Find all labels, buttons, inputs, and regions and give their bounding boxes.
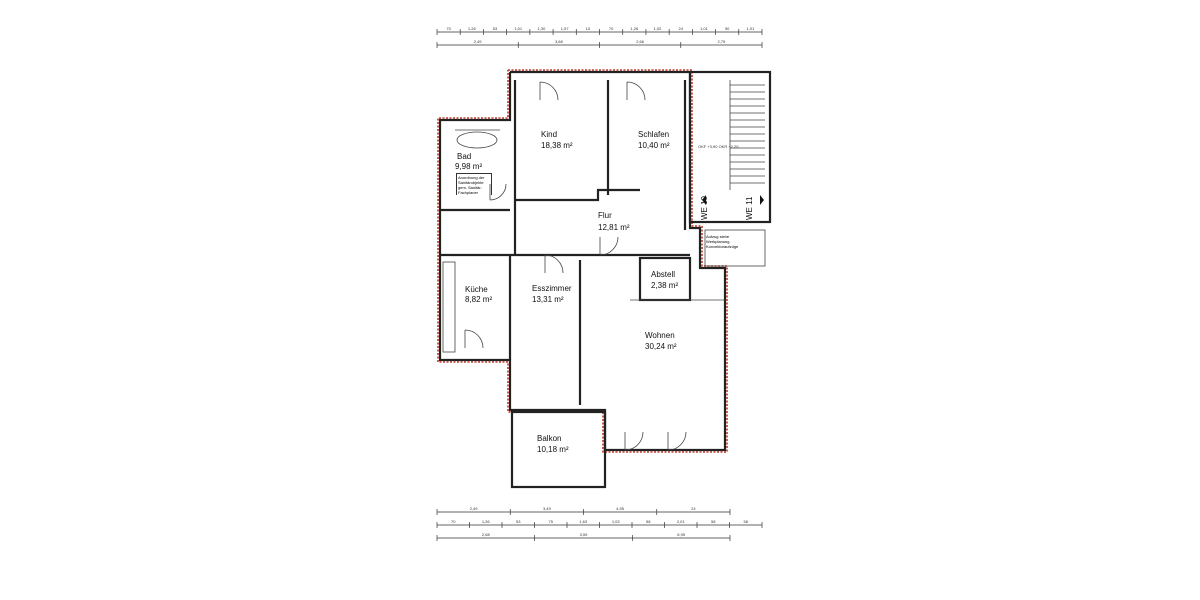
dimension-label: 1,26 (482, 519, 491, 524)
room-area: 9,98 m² (455, 162, 482, 171)
dimension-label: 70 (609, 26, 614, 31)
dimension-label: 24 (679, 26, 684, 31)
door-swing (489, 183, 507, 201)
room-area: 12,81 m² (598, 223, 630, 232)
door-swing (667, 431, 687, 451)
walls (437, 69, 772, 489)
unit-label-we10: WE 10 (700, 195, 709, 220)
room-abstell: Abstell 2,38 m² (651, 270, 678, 290)
dimension-label: 58 (744, 519, 749, 524)
dimension-label: 3,49 (543, 506, 552, 511)
dimension-label: 2,49 (470, 506, 479, 511)
dimension-label: 1,02 (654, 26, 663, 31)
dimension-label: 1,01 (746, 26, 755, 31)
door-swing (626, 81, 646, 101)
dimension-label: 53 (516, 519, 521, 524)
dimension-label: 1,63 (579, 519, 588, 524)
dimension-label: 10 (586, 26, 591, 31)
dimension-label: 3,68 (555, 39, 564, 44)
dimension-label: 70 (446, 26, 451, 31)
dimension-label: 53 (493, 26, 498, 31)
room-wohnen: Wohnen 30,24 m² (645, 331, 677, 351)
room-flur: Flur 12,81 m² (598, 211, 630, 232)
dimension-label: 2,75 (717, 39, 726, 44)
door-swing (539, 81, 559, 101)
dimension-label: 2,68 (482, 532, 491, 537)
room-label: Balkon (537, 434, 561, 443)
room-area: 8,82 m² (465, 295, 492, 304)
room-area: 30,24 m² (645, 342, 677, 351)
room-esszimmer: Esszimmer 13,31 m² (532, 284, 572, 304)
dimension-label: 1,30 (538, 26, 547, 31)
dimension-label: 1,01 (514, 26, 523, 31)
dimension-label: 2,49 (474, 39, 483, 44)
dimension-label: 2,66 (636, 39, 645, 44)
room-schlafen: Schlafen 10,40 m² (638, 130, 670, 150)
level-note: OKF +3,90 OKR +2,20 (698, 144, 739, 149)
dimension-label: 3,59 (580, 532, 589, 537)
room-label: Kind (541, 130, 557, 139)
dimension-label: 58 (711, 519, 716, 524)
arrow-icon (760, 195, 764, 205)
room-balkon: Balkon 10,18 m² (537, 434, 569, 454)
room-kind: Kind 18,38 m² (541, 130, 573, 150)
dimension-label: 75 (549, 519, 554, 524)
stairs (730, 84, 765, 184)
door-swing (599, 236, 619, 256)
dimension-label: 70 (451, 519, 456, 524)
room-area: 2,38 m² (651, 281, 678, 290)
dimension-label: 1,26 (468, 26, 477, 31)
dimension-label: 50 (725, 26, 730, 31)
door-swing (464, 329, 484, 349)
unit-label-we11: WE 11 (745, 196, 754, 220)
dimension-label: 58 (646, 519, 651, 524)
dimension-label: 1,01 (700, 26, 709, 31)
room-label: Wohnen (645, 331, 675, 340)
dimension-label: 6,95 (677, 532, 686, 537)
room-area: 13,31 m² (532, 295, 564, 304)
room-label: Schlafen (638, 130, 669, 139)
dimension-label: 1,57 (561, 26, 570, 31)
door-swing (544, 254, 564, 274)
room-kueche: Küche 8,82 m² (465, 285, 492, 304)
room-label: Bad (457, 152, 471, 161)
room-area: 18,38 m² (541, 141, 573, 150)
elevator-note: Aufzug siehe Werkplanung Konvektoraufzüg… (706, 234, 739, 249)
door-swing (624, 431, 644, 451)
room-label: Abstell (651, 270, 675, 279)
dimension-lines: 70 1,26 53 1,01 1,30 1,57 10 70 1,26 1,02 24 1,01 50… (436, 26, 763, 541)
dimension-label: 4,95 (616, 506, 625, 511)
sanitary-note: Anordnung der Sanitärobjekte gem. Sanitä… (456, 173, 492, 195)
room-label: Küche (465, 285, 488, 294)
room-area: 10,18 m² (537, 445, 569, 454)
room-label: Flur (598, 211, 612, 220)
room-bad: Bad 9,98 m² Anordnung der Sanitärobjekte… (455, 152, 492, 195)
dimension-label: 2,01 (677, 519, 686, 524)
dimension-label: 1,26 (630, 26, 639, 31)
dimension-label: 1,03 (612, 519, 621, 524)
arrow-icon (702, 195, 706, 205)
room-label: Esszimmer (532, 284, 572, 293)
room-area: 10,40 m² (638, 141, 670, 150)
dimension-label: 24 (691, 506, 696, 511)
door-swings (464, 81, 687, 451)
